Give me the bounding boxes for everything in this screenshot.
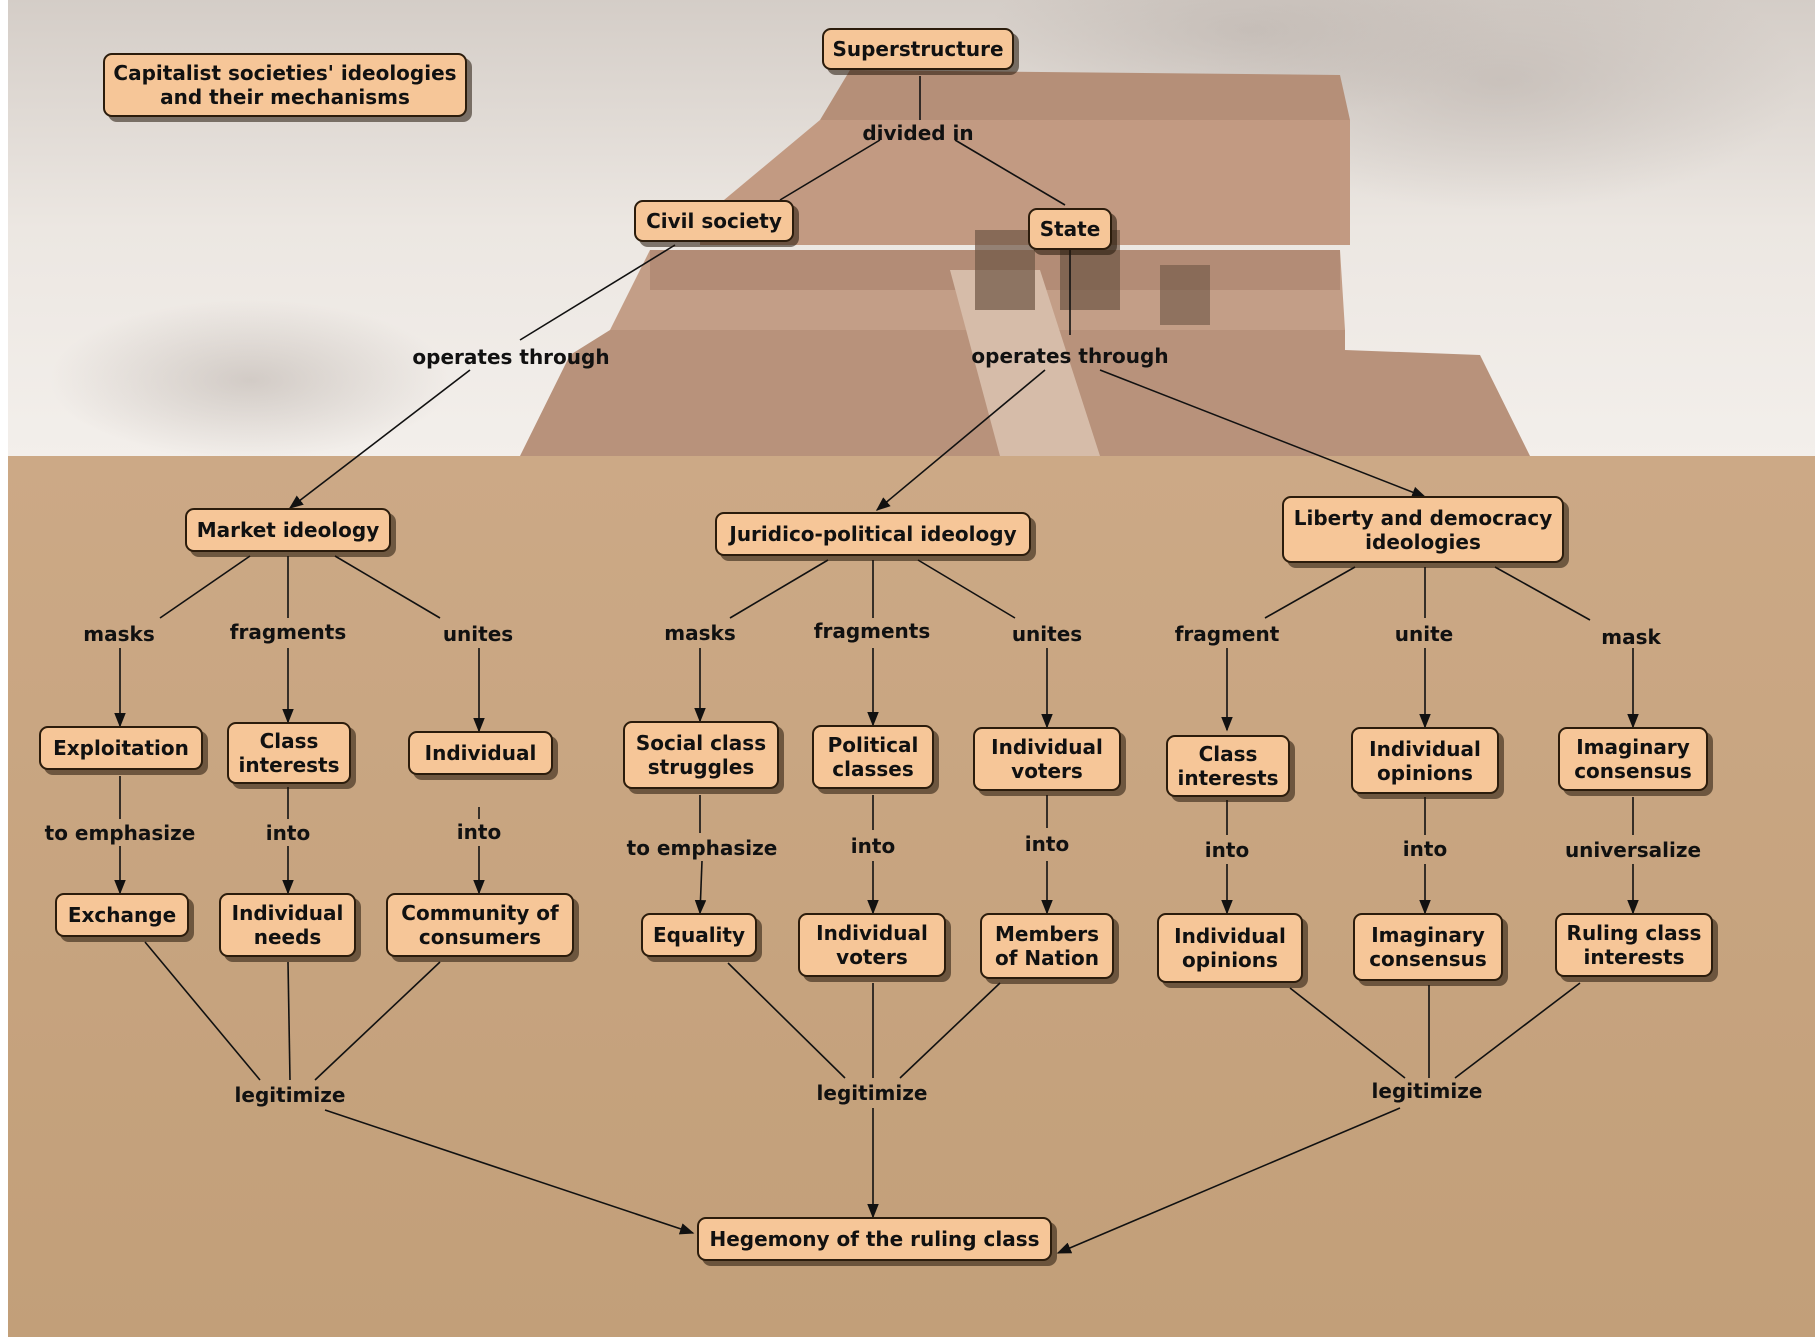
- node-community-of-consumers: Community of consumers: [386, 893, 574, 957]
- diagram-title: Capitalist societies' ideologies and the…: [103, 53, 467, 117]
- node-market-ideology: Market ideology: [185, 508, 391, 552]
- link-label-unites: unites: [442, 622, 514, 646]
- node-equality: Equality: [641, 913, 757, 957]
- node-exchange: Exchange: [55, 893, 189, 937]
- node-members-of-nation: Members of Nation: [980, 913, 1114, 979]
- link-label-legitimize: legitimize: [234, 1083, 346, 1107]
- node-individual-opinions: Individual opinions: [1157, 913, 1303, 983]
- node-hegemony-of-the-ruling-class: Hegemony of the ruling class: [697, 1217, 1052, 1261]
- node-imaginary-consensus: Imaginary consensus: [1558, 727, 1708, 791]
- node-class-interests: Class interests: [1166, 735, 1290, 797]
- link-label-into: into: [456, 820, 502, 844]
- link-label-to-emphasize: to emphasize: [626, 836, 778, 860]
- node-juridico-political-ideology: Juridico-political ideology: [715, 512, 1031, 556]
- link-label-into: into: [1402, 837, 1448, 861]
- link-label-divided-in: divided in: [862, 121, 974, 145]
- link-label-legitimize: legitimize: [1371, 1079, 1483, 1103]
- link-label-universalize: universalize: [1564, 838, 1702, 862]
- link-label-to-emphasize: to emphasize: [44, 821, 196, 845]
- node-state: State: [1028, 208, 1112, 250]
- node-class-interests: Class interests: [227, 722, 351, 784]
- node-imaginary-consensus: Imaginary consensus: [1353, 913, 1503, 981]
- node-individual-voters: Individual voters: [798, 913, 946, 977]
- node-individual-opinions: Individual opinions: [1351, 727, 1499, 794]
- link-label-masks: masks: [83, 622, 155, 646]
- link-label-legitimize: legitimize: [816, 1081, 928, 1105]
- link-label-fragments: fragments: [229, 620, 347, 644]
- link-label-fragment: fragment: [1174, 622, 1280, 646]
- link-label-into: into: [1024, 832, 1070, 856]
- link-label-masks: masks: [664, 621, 736, 645]
- link-label-operates-through: operates through: [412, 345, 610, 369]
- node-superstructure: Superstructure: [822, 28, 1014, 70]
- node-ruling-class-interests: Ruling class interests: [1555, 913, 1713, 977]
- node-social-class-struggles: Social class struggles: [623, 721, 779, 789]
- node-individual: Individual: [408, 731, 553, 775]
- link-label-into: into: [850, 834, 896, 858]
- connection-lines: [114, 76, 1639, 1254]
- node-political-classes: Political classes: [812, 725, 934, 789]
- link-label-mask: mask: [1601, 625, 1661, 649]
- node-civil-society: Civil society: [634, 200, 794, 242]
- node-individual-needs: Individual needs: [219, 893, 356, 957]
- link-label-operates-through: operates through: [971, 344, 1169, 368]
- link-label-unites: unites: [1011, 622, 1083, 646]
- link-label-into: into: [1204, 838, 1250, 862]
- node-exploitation: Exploitation: [39, 726, 203, 770]
- link-label-into: into: [265, 821, 311, 845]
- node-liberty-democracy-ideologies: Liberty and democracy ideologies: [1282, 496, 1564, 563]
- node-individual-voters: Individual voters: [973, 727, 1121, 791]
- link-label-fragments: fragments: [813, 619, 931, 643]
- link-label-unite: unite: [1394, 622, 1454, 646]
